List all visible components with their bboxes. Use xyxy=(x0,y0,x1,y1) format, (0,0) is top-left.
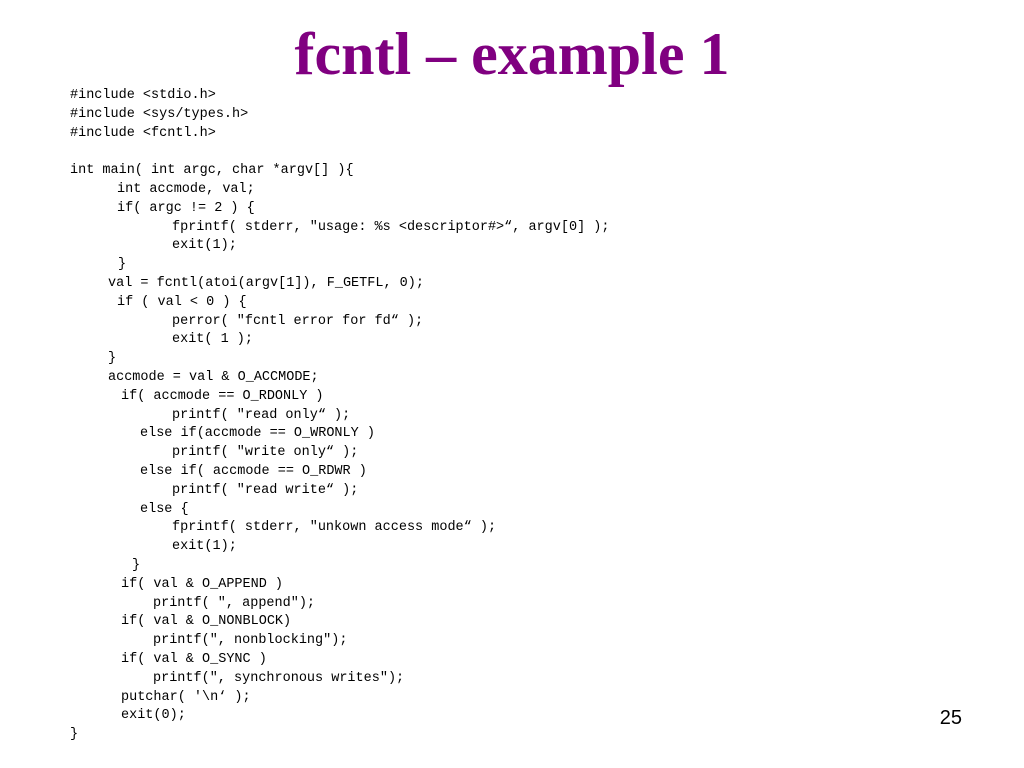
code-line: #include <stdio.h> xyxy=(70,88,216,103)
code-line: val = fcntl(atoi(argv[1]), F_GETFL, 0); xyxy=(108,275,424,291)
slide-title: fcntl – example 1 xyxy=(294,21,730,87)
code-line: if( accmode == O_RDONLY ) xyxy=(121,388,324,404)
code-line: if( val & O_SYNC ) xyxy=(121,651,267,667)
page-number: 25 xyxy=(939,707,962,729)
code-line: else if(accmode == O_WRONLY ) xyxy=(140,426,375,442)
code-line: exit(1); xyxy=(172,539,237,555)
code-line: printf(", synchronous writes"); xyxy=(153,670,405,686)
code-line: printf( "write only“ ); xyxy=(172,445,359,461)
code-line: #include <sys/types.h> xyxy=(70,106,249,122)
code-line: #include <fcntl.h> xyxy=(70,125,216,141)
code-line: perror( "fcntl error for fd“ ); xyxy=(172,313,424,329)
code-line xyxy=(70,143,507,162)
code-line: fprintf( stderr, "usage: %s <descriptor#… xyxy=(172,219,610,235)
code-line: else if( accmode == O_RDWR ) xyxy=(140,463,367,479)
code-line: printf( ", append"); xyxy=(153,595,316,611)
code-line: putchar( '\n‘ ); xyxy=(121,689,251,705)
code-block: #include <stdio.h> #include <sys/types.h… xyxy=(70,87,609,745)
code-line: exit(1); xyxy=(172,238,237,254)
code-line: } xyxy=(118,257,127,273)
code-line: accmode = val & O_ACCMODE; xyxy=(108,369,319,385)
code-line: if( val & O_APPEND ) xyxy=(121,576,284,592)
code-line: else { xyxy=(140,501,189,517)
code-line: if( val & O_NONBLOCK) xyxy=(121,614,292,630)
code-line: exit(0); xyxy=(121,708,186,724)
code-line: exit( 1 ); xyxy=(172,332,254,348)
code-line: int accmode, val; xyxy=(117,181,255,197)
code-line: printf( "read write“ ); xyxy=(172,482,359,498)
code-line: } xyxy=(70,727,79,743)
code-line: if ( val < 0 ) { xyxy=(117,294,247,310)
code-line: fprintf( stderr, "unkown access mode“ ); xyxy=(172,520,497,536)
code-line: } xyxy=(132,557,141,573)
code-line: printf( "read only“ ); xyxy=(172,407,351,423)
code-line: if( argc != 2 ) { xyxy=(117,200,255,216)
code-line: } xyxy=(108,351,117,367)
code-line: int main( int argc, char *argv[] ){ xyxy=(70,163,354,179)
code-line: printf(", nonblocking"); xyxy=(153,633,348,649)
